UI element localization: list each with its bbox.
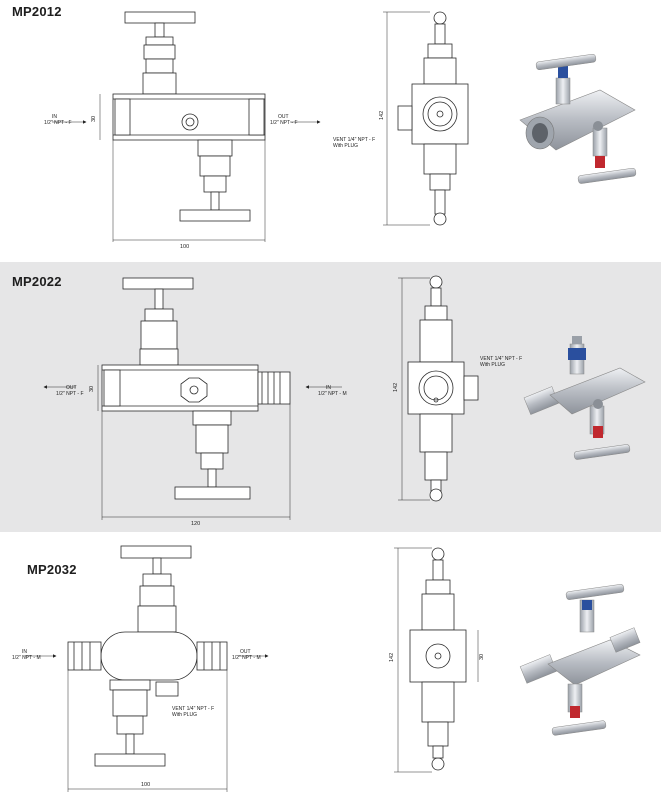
mp2012-left-port-label-2: 1/2" NPT - F xyxy=(44,120,72,126)
mp2022-left-port-label-2: 1/2" NPT - F xyxy=(56,391,84,397)
mp2012-left-port-label-1: IN xyxy=(52,114,57,120)
mp2022-front-view xyxy=(43,277,342,520)
mp2022-width-dimension: 120 xyxy=(191,521,200,527)
mp2032-left-port-label-1: IN xyxy=(22,649,27,655)
mp2012-height-dimension: 142 xyxy=(379,111,385,120)
section-title-mp2032: MP2032 xyxy=(27,562,77,577)
section-title-mp2022: MP2022 xyxy=(12,274,62,289)
mp2032-product-photo xyxy=(519,584,641,736)
mp2012-small-dimension: 30 xyxy=(91,116,97,122)
mp2022-right-port-label-2: 1/2" NPT - M xyxy=(318,391,347,397)
mp2012-vent-label-2: With PLUG xyxy=(333,143,358,149)
mp2032-vent-label-2: With PLUG xyxy=(172,712,197,718)
section-title-mp2012: MP2012 xyxy=(12,4,62,19)
mp2012-vent-label-1: VENT 1/4" NPT - F xyxy=(333,137,375,143)
mp2012-side-view xyxy=(383,11,469,226)
mp2012-product-photo xyxy=(519,54,637,184)
mp2022-left-port-label-1: OUT xyxy=(66,385,77,391)
mp2022-vent-label-2: With PLUG xyxy=(480,362,505,368)
mp2032-vent-label-1: VENT 1/4" NPT - F xyxy=(172,706,214,712)
mp2032-right-port-label-2: 1/2" NPT - M xyxy=(232,655,261,661)
mp2022-height-dimension: 142 xyxy=(393,383,399,392)
mp2022-right-port-label-1: IN xyxy=(326,385,331,391)
mp2032-left-port-label-2: 1/2" NPT - M xyxy=(12,655,41,661)
mp2022-product-photo xyxy=(523,336,646,460)
mp2032-front-view xyxy=(24,545,269,792)
mp2032-width-dimension: 100 xyxy=(141,782,150,788)
mp2032-side-view xyxy=(394,547,479,773)
mp2012-right-port-label-1: OUT xyxy=(278,114,289,120)
mp2032-right-port-label-1: OUT xyxy=(240,649,251,655)
mp2022-small-dimension: 30 xyxy=(89,386,95,392)
mp2012-right-port-label-2: 1/2" NPT - F xyxy=(270,120,298,126)
mp2012-front-view xyxy=(52,11,321,242)
mp2012-width-dimension: 100 xyxy=(180,244,189,250)
mp2032-height-dimension: 142 xyxy=(389,653,395,662)
mp2022-side-view xyxy=(398,275,479,502)
mp2032-small-dimension: 30 xyxy=(479,654,485,660)
mp2022-vent-label-1: VENT 1/4" NPT - F xyxy=(480,356,522,362)
